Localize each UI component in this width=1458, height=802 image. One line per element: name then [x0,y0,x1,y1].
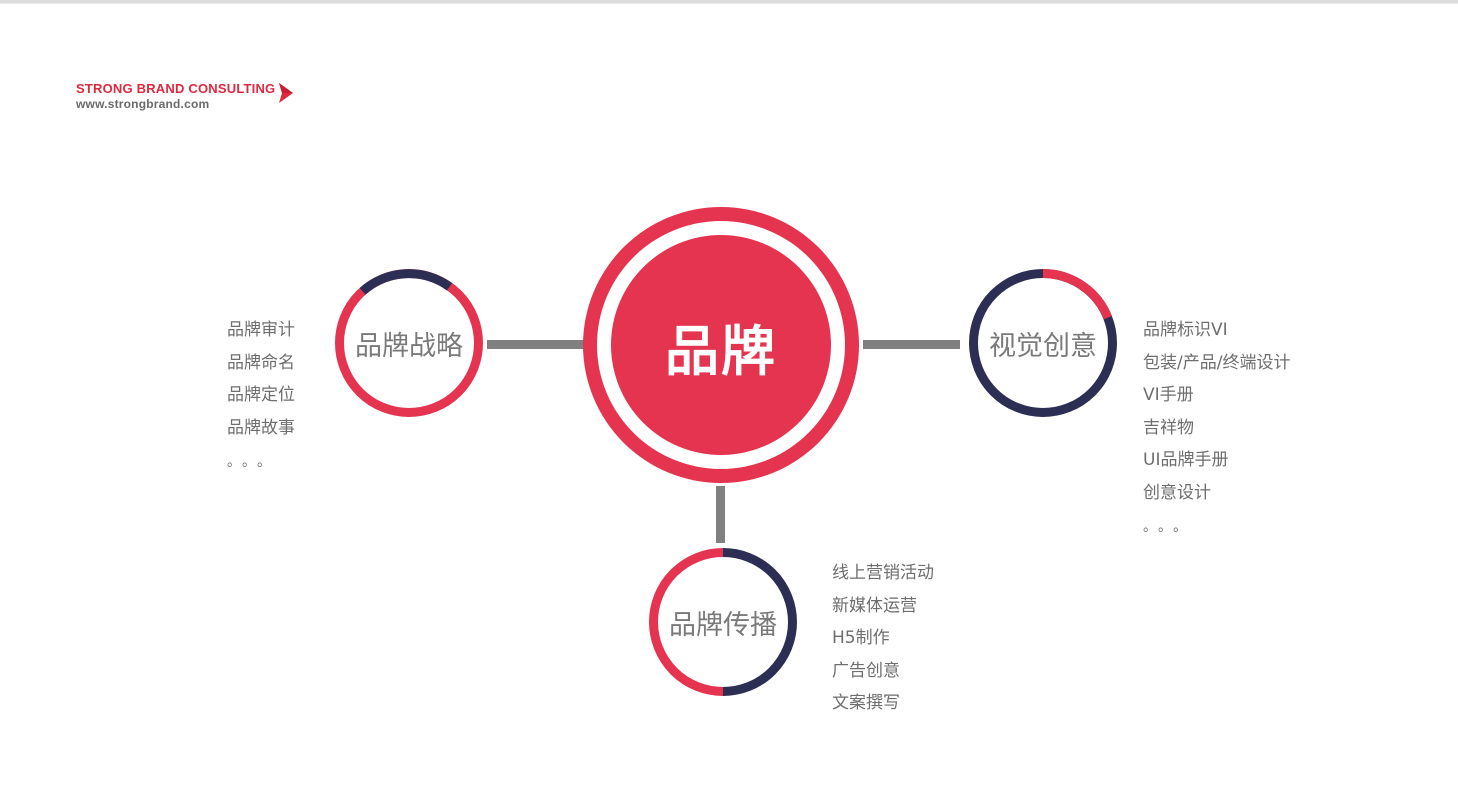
ring-progress-icon [969,268,1117,417]
ring-progress-icon [335,269,483,417]
list-item: VI手册 [1143,385,1194,405]
list-item: 文案撰写 [832,693,900,713]
chevron-right-icon [279,83,293,103]
center-label: 品牌 [665,320,777,383]
list-item: 品牌审计 [227,320,295,340]
node-visual-creative: 视觉创意 [968,268,1118,418]
connector-bottom [716,486,725,543]
list-item: 线上营销活动 [832,563,934,583]
connector-right [863,340,960,349]
list-item: 品牌命名 [227,352,295,373]
center-node-brand: 品牌 [583,207,859,483]
list-item: 吉祥物 [1143,417,1194,438]
connector-left [487,340,584,349]
list-item: 品牌故事 [227,417,295,438]
brand-name: STRONG BRAND CONSULTING [76,81,276,96]
node-label: 品牌战略 [355,331,463,362]
list-ellipsis: 。。。 [1143,519,1195,535]
strategy-list: 品牌审计 品牌命名 品牌定位 品牌故事 。。。 [227,314,295,472]
top-border [0,0,1458,4]
node-label: 品牌传播 [669,610,777,641]
list-item: UI品牌手册 [1143,450,1229,470]
node-brand-strategy: 品牌战略 [334,268,484,418]
visual-list: 品牌标识VI 包装/产品/终端设计 VI手册 吉祥物 UI品牌手册 创意设计 。… [1143,314,1290,537]
center-circle-icon [583,207,859,483]
ring-progress-icon [649,548,797,696]
list-item: H5制作 [832,628,890,648]
list-item: 创意设计 [1143,482,1211,503]
brand-url: www.strongbrand.com [76,97,210,111]
list-item: 广告创意 [832,660,900,681]
brand-header: STRONG BRAND CONSULTING www.strongbrand.… [76,81,293,111]
list-item: 新媒体运营 [832,595,917,616]
list-item: 品牌标识VI [1143,320,1228,340]
list-item: 包装/产品/终端设计 [1143,352,1291,373]
node-brand-communication: 品牌传播 [648,547,798,697]
communication-list: 线上营销活动 新媒体运营 H5制作 广告创意 文案撰写 [832,557,934,720]
node-label: 视觉创意 [989,331,1097,362]
list-item: 品牌定位 [227,385,295,405]
list-ellipsis: 。。。 [227,454,279,470]
